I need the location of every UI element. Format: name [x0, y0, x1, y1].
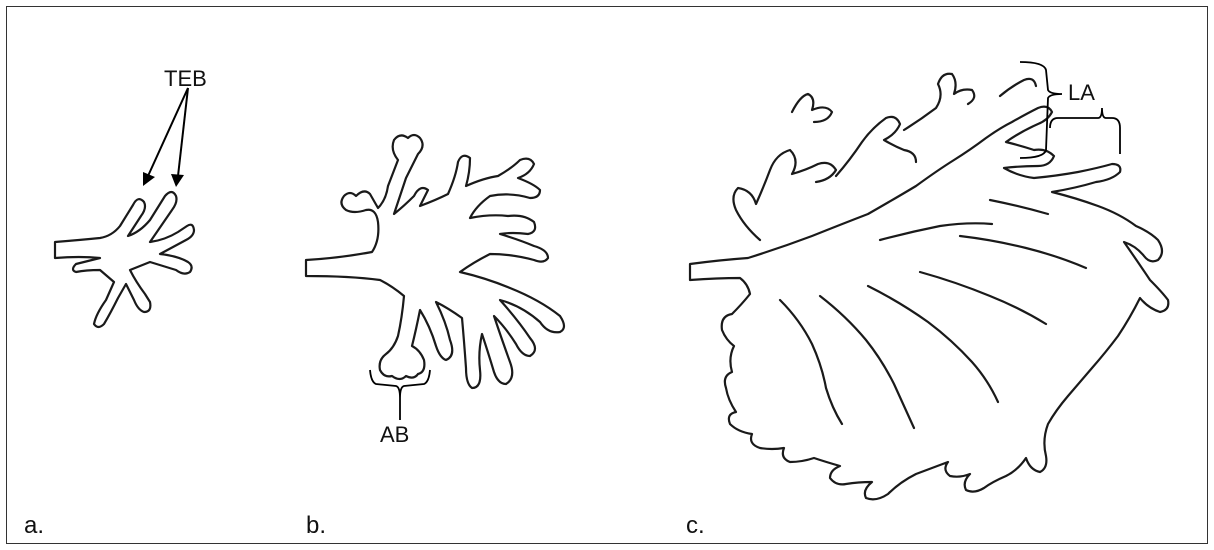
teb-arrows [143, 88, 188, 187]
panel-label-c: c. [686, 514, 705, 538]
ab-bracket [370, 370, 430, 420]
ab-label: AB [380, 424, 409, 446]
panel-label-a: a. [24, 514, 44, 538]
duct-tree-b [306, 135, 564, 388]
duct-tree-a [55, 192, 194, 327]
teb-label: TEB [164, 68, 207, 90]
duct-tree-c [690, 74, 1168, 500]
panel-label-b: b. [306, 514, 326, 538]
la-label: LA [1068, 82, 1095, 104]
